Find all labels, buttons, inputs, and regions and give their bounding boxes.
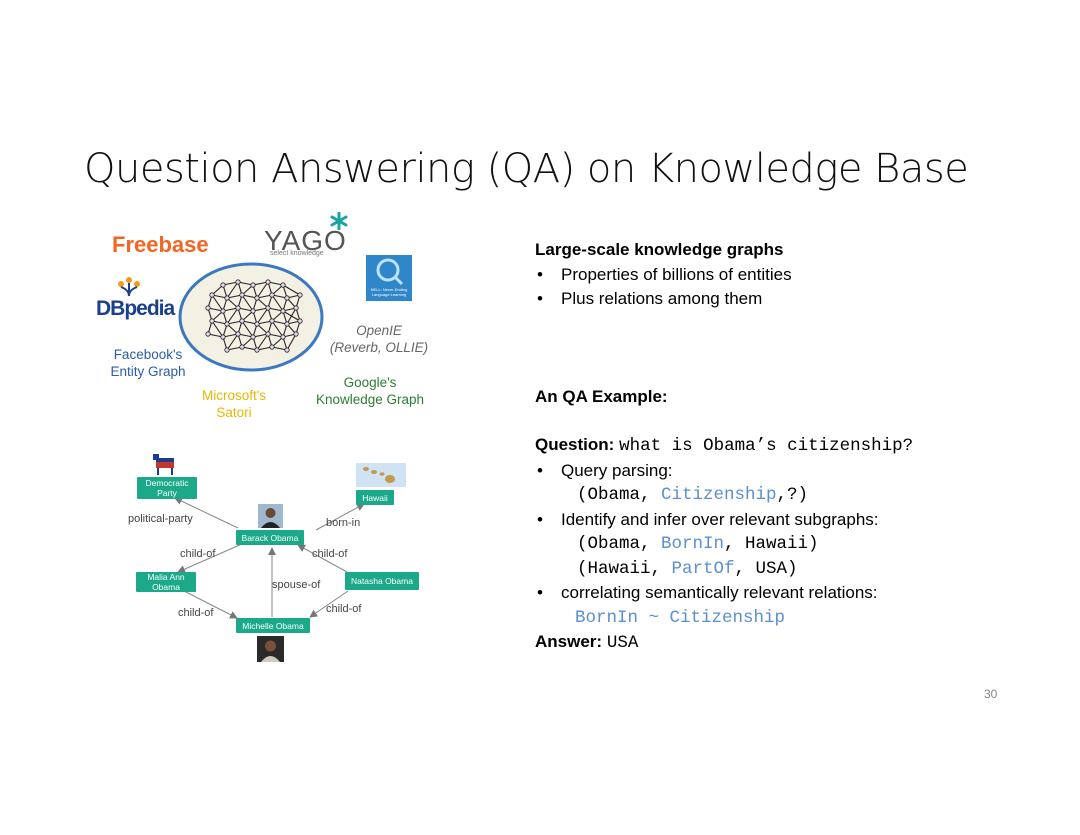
- question-label: Question:: [535, 435, 615, 454]
- yago-tagline: select knowledge: [270, 250, 324, 257]
- edge-label-child-of-bottom-left: child-of: [178, 607, 214, 619]
- edge-label-child-of-bottom-right: child-of: [326, 603, 362, 615]
- graph-edges: [174, 497, 365, 619]
- edge-label-spouse-of: spouse-of: [272, 579, 321, 591]
- nell-caption: NELL: Never-Ending Language Learning: [370, 287, 408, 297]
- edge-label-child-of-left: child-of: [180, 548, 216, 560]
- heading-qa-example: An QA Example:: [535, 386, 668, 406]
- heading-knowledge-graphs: Large-scale knowledge graphs: [535, 240, 784, 259]
- freebase-logo: Freebase: [112, 232, 209, 257]
- triple-2: (Hawaii, PartOf, USA): [535, 557, 1055, 582]
- node-democratic-party: Democratic Party: [137, 477, 197, 499]
- hawaii-map-icon: [356, 463, 406, 487]
- parse-part-1: (Obama,: [577, 485, 662, 505]
- edge-born-in: [315, 503, 365, 531]
- bullet-relations: Plus relations among them: [535, 287, 1055, 312]
- edge-child-of-bottom-left: [181, 589, 238, 619]
- node-natasha-obama: Natasha Obama: [345, 572, 419, 590]
- yago-logo: YAGO: [264, 225, 347, 256]
- triple-2-object: , USA): [734, 558, 798, 579]
- facebook-entity-graph-label: Facebook's Entity Graph: [110, 347, 186, 379]
- bullet-properties: Properties of billions of entities: [535, 263, 1055, 288]
- triple-1-relation: BornIn: [661, 534, 725, 554]
- edge-label-political-party: political-party: [128, 513, 193, 525]
- edge-child-of-natasha: [297, 544, 348, 573]
- openie-label: OpenIE (Reverb, OLLIE): [329, 323, 429, 355]
- slide-title: Question Answering (QA) on Knowledge Bas…: [84, 146, 969, 192]
- node-barack-obama: Barack Obama: [236, 530, 304, 545]
- parse-relation: Citizenship: [661, 485, 777, 505]
- google-knowledge-graph-label: Google's Knowledge Graph: [315, 375, 425, 407]
- content-column: Large-scale knowledge graphs Properties …: [535, 238, 1055, 656]
- page-number: 30: [984, 687, 998, 701]
- nell-logo: [366, 255, 412, 301]
- node-hawaii: Hawaii: [356, 490, 394, 505]
- edge-label-child-of-right: child-of: [312, 548, 348, 560]
- triple-2-subject: (Hawaii,: [577, 558, 672, 579]
- michelle-photo-icon: [257, 636, 284, 662]
- bullet-query-parsing: Query parsing:: [535, 459, 1055, 484]
- triple-1-subject: (Obama,: [577, 534, 662, 554]
- question-line: Question: what is Obama’s citizenship?: [535, 433, 1055, 459]
- parse-result: (Obama, Citizenship,?): [535, 483, 1055, 508]
- node-malia-obama: Malia Ann Obama: [136, 572, 196, 592]
- donkey-icon: [153, 454, 174, 475]
- answer-line: Answer: USA: [535, 630, 1055, 656]
- triple-2-relation: PartOf: [671, 558, 735, 579]
- edge-child-of-malia: [177, 543, 243, 573]
- microsoft-satori-label: Microsoft's Satori: [201, 388, 267, 420]
- edge-child-of-bottom-right: [309, 590, 349, 618]
- edge-political-party: [174, 497, 239, 529]
- edge-label-born-in: born-in: [326, 517, 361, 529]
- parse-part-2: ,?): [776, 485, 809, 505]
- triple-1-object: , Hawaii): [724, 534, 819, 554]
- barack-photo-icon: [258, 504, 283, 528]
- dbpedia-logo: DBpedia: [96, 297, 175, 320]
- dbpedia-tree-icon: [118, 277, 140, 297]
- bullet-identify: Identify and infer over relevant subgrap…: [535, 508, 1055, 533]
- node-michelle-obama: Michelle Obama: [236, 618, 310, 633]
- knowledge-graph-globe: [178, 262, 324, 372]
- yago-star-icon: [330, 212, 348, 230]
- correlation-text: BornIn ~ Citizenship: [575, 607, 786, 628]
- bullet-correlating: correlating semantically relevant relati…: [535, 581, 1055, 606]
- triple-1: (Obama, BornIn, Hawaii): [535, 532, 1055, 557]
- answer-label: Answer:: [535, 632, 603, 651]
- answer-text: USA: [606, 633, 639, 653]
- question-text: what is Obama’s citizenship?: [619, 436, 914, 456]
